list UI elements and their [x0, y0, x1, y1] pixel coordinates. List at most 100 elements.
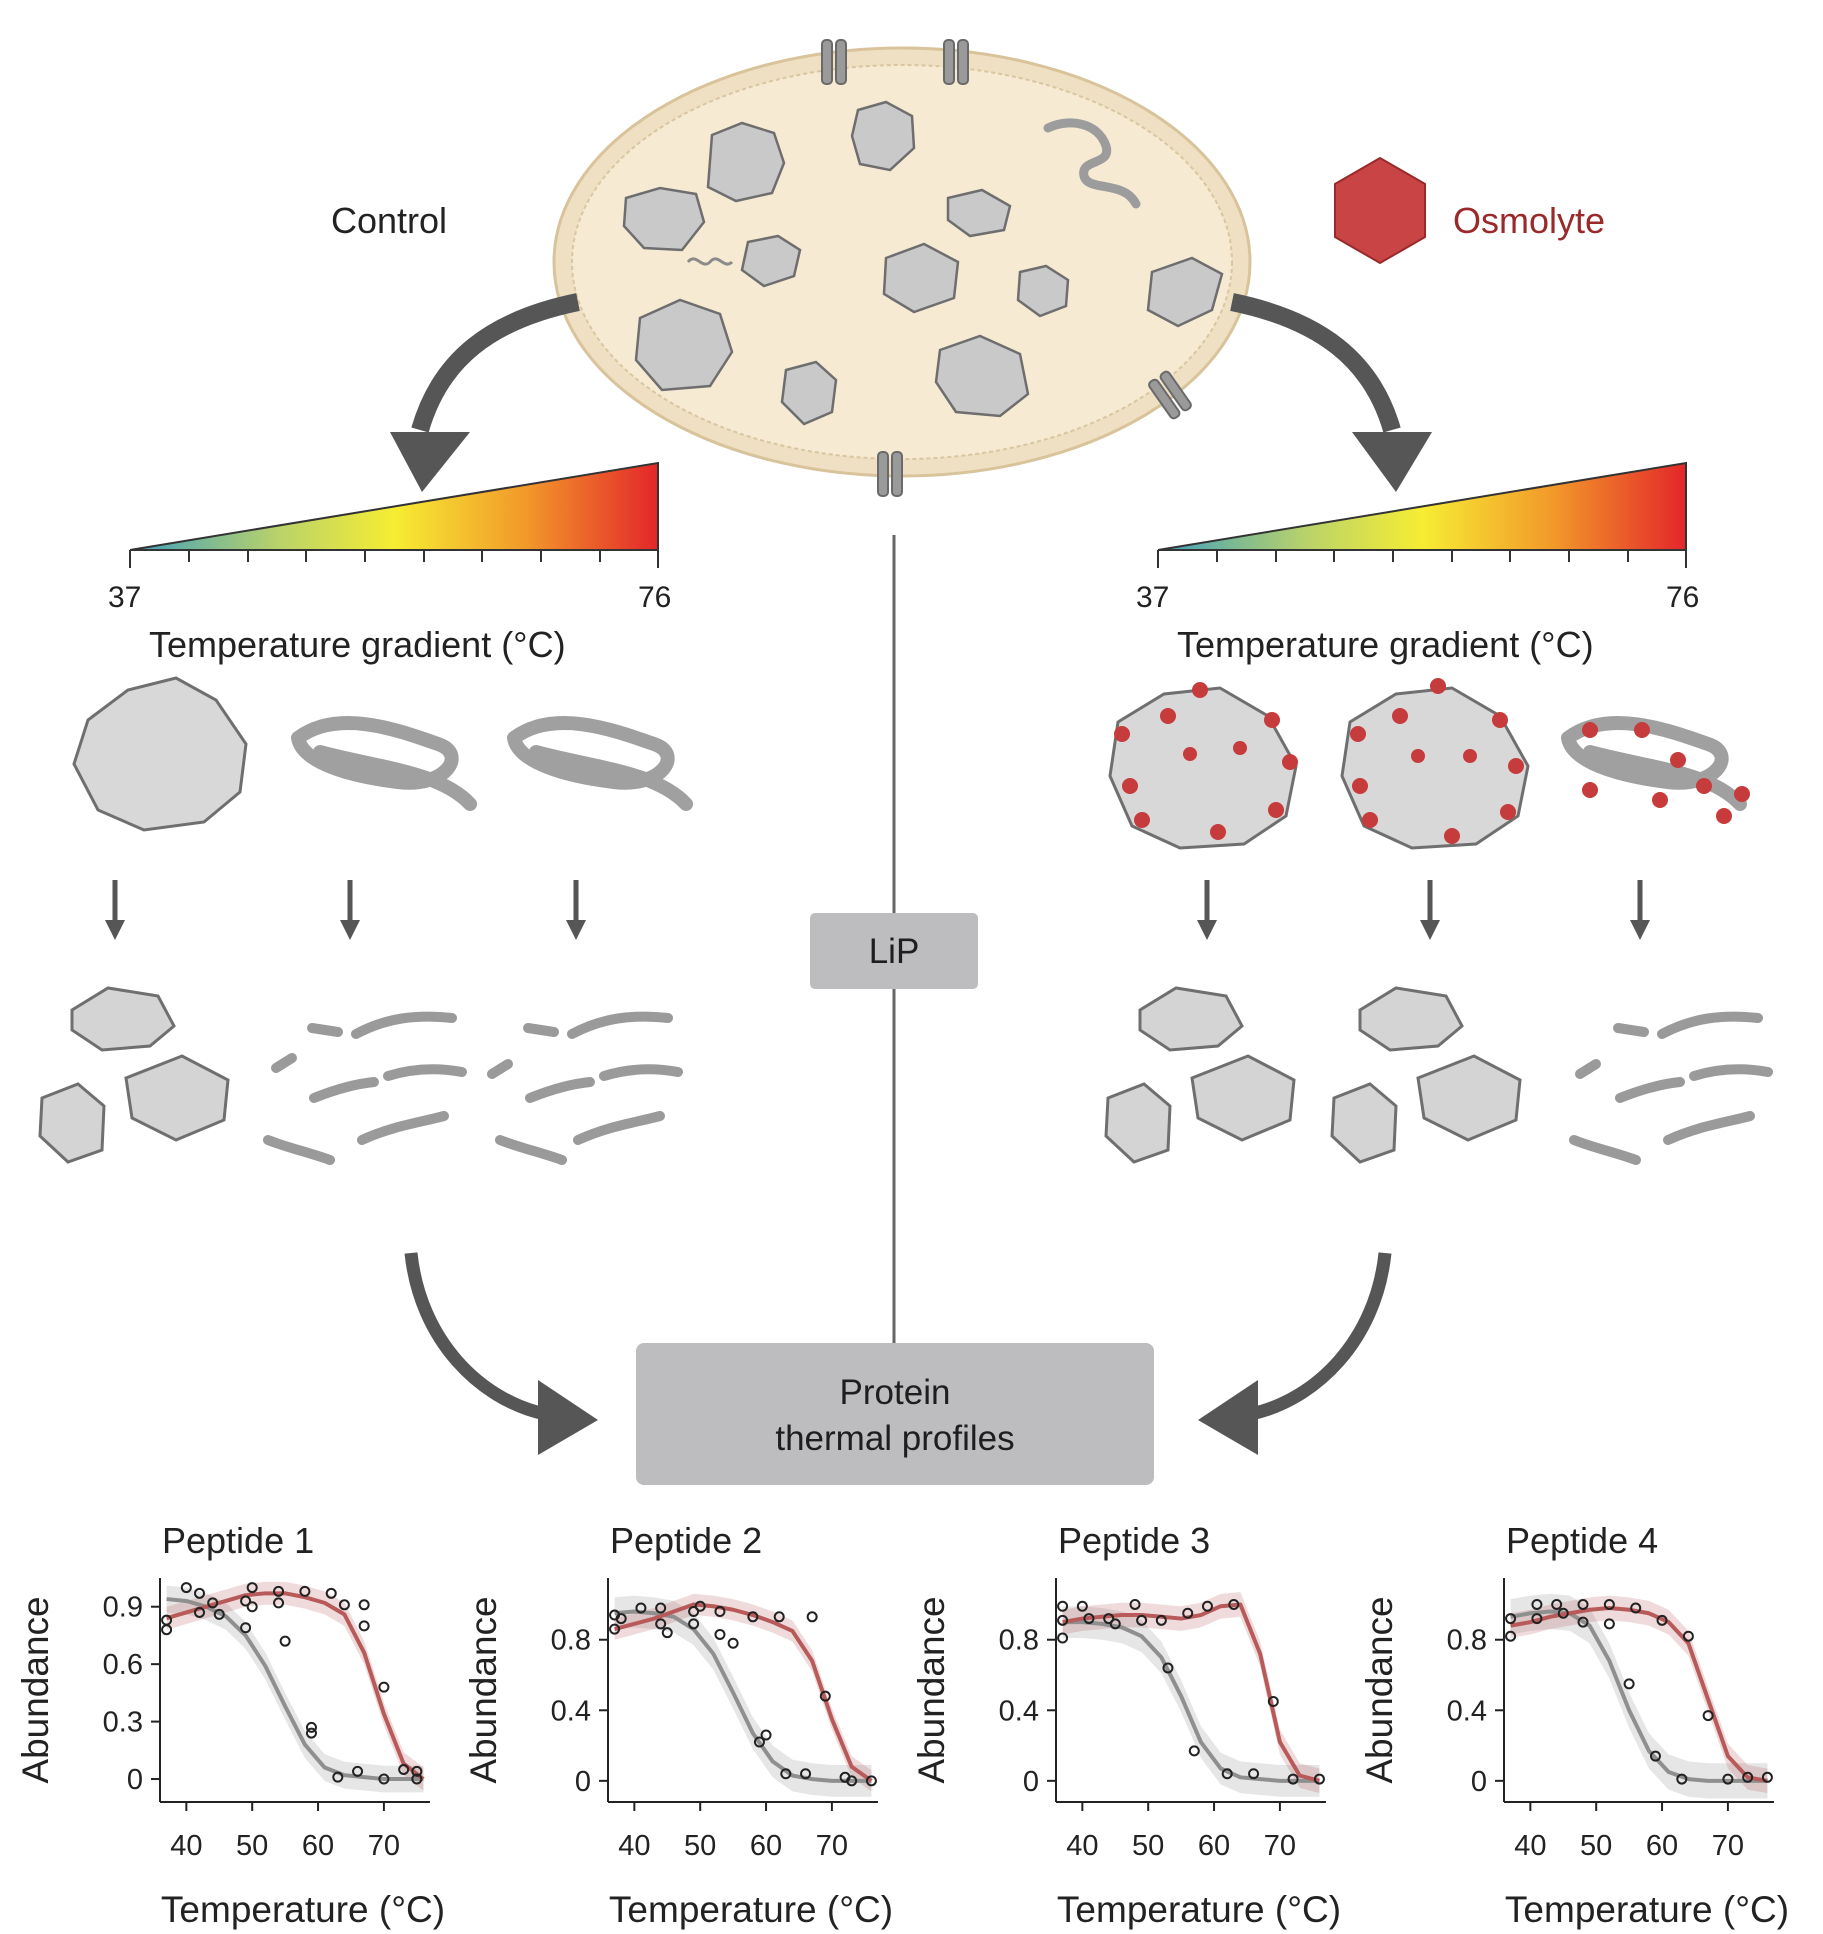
y-tick-label: 0.6 [103, 1649, 143, 1681]
data-point [747, 1611, 759, 1623]
confidence-band [614, 1593, 872, 1792]
chart-title: Peptide 4 [1506, 1520, 1658, 1561]
data-point [1083, 1613, 1095, 1625]
data-point [1103, 1613, 1115, 1625]
chart-title: Peptide 2 [610, 1520, 762, 1561]
x-tick-label: 50 [1580, 1830, 1612, 1862]
fit-curve [166, 1597, 424, 1782]
y-tick-label: 0.4 [551, 1695, 591, 1727]
protein-fragment [1330, 1082, 1398, 1164]
protein-fragment [1104, 1082, 1172, 1164]
data-point [655, 1618, 667, 1630]
protein-fragment [124, 1054, 230, 1142]
data-point [1057, 1614, 1069, 1626]
x-tick-label: 60 [1198, 1830, 1230, 1862]
y-axis-label: Abundance [1359, 1596, 1400, 1783]
x-axis-label: Temperature (°C) [1505, 1889, 1789, 1930]
data-point [773, 1611, 785, 1623]
y-tick-label: 0 [575, 1766, 591, 1798]
x-tick-label: 50 [236, 1830, 268, 1862]
data-point [1313, 1773, 1325, 1785]
protein-fragment [1416, 1054, 1522, 1142]
y-tick-label: 0.9 [103, 1592, 143, 1624]
confidence-band [166, 1585, 424, 1793]
gradient-min-label: 37 [108, 581, 141, 614]
data-point [1109, 1618, 1121, 1630]
data-point [1702, 1710, 1714, 1722]
gradient-max-label: 76 [1666, 581, 1699, 614]
data-point [246, 1582, 258, 1594]
data-point [1136, 1614, 1148, 1626]
thermal-profiles-line1: Protein [840, 1373, 951, 1412]
data-point [378, 1773, 390, 1785]
data-point [688, 1618, 700, 1630]
fit-curve [614, 1602, 873, 1783]
y-tick-label: 0.8 [551, 1625, 591, 1657]
x-axis-label: Temperature (°C) [609, 1889, 893, 1930]
data-point [246, 1601, 258, 1613]
data-point [358, 1599, 370, 1611]
protein-blob [634, 298, 734, 392]
protein-fragment [1190, 1054, 1296, 1142]
gradient-wedge [1157, 461, 1687, 551]
protein-strand [1043, 118, 1141, 209]
data-point [305, 1727, 317, 1739]
data-point [1287, 1773, 1299, 1785]
data-point [780, 1768, 792, 1780]
fit-curve [1510, 1605, 1768, 1783]
data-point [615, 1613, 627, 1625]
x-axis-label: Temperature (°C) [1057, 1889, 1341, 1930]
data-point [1577, 1616, 1589, 1628]
osmolyte-label: Osmolyte [1453, 200, 1605, 241]
data-point [1201, 1600, 1213, 1612]
x-tick-label: 70 [368, 1830, 400, 1862]
protein-blob [1016, 264, 1070, 318]
data-point [207, 1597, 219, 1609]
data-point [1761, 1771, 1773, 1783]
x-tick-label: 50 [684, 1830, 716, 1862]
data-point [1057, 1600, 1069, 1612]
osmolyte-hexagon-icon [1334, 156, 1426, 265]
data-point [661, 1627, 673, 1639]
data-point [714, 1606, 726, 1618]
data-point [1603, 1618, 1615, 1630]
data-point [1676, 1773, 1688, 1785]
data-point [727, 1637, 739, 1649]
data-point [688, 1606, 700, 1618]
down-arrows-osmolyte [1197, 880, 1650, 940]
data-point [240, 1595, 252, 1607]
protein-fragment [1138, 986, 1244, 1052]
membrane-channel [821, 39, 847, 85]
protein-fragment [70, 986, 176, 1052]
data-point [352, 1765, 364, 1777]
osmolyte-molecules [1114, 678, 1750, 844]
data-point [1557, 1607, 1569, 1619]
confidence-band [166, 1581, 424, 1791]
fit-curve [166, 1591, 425, 1781]
data-point [1577, 1598, 1589, 1610]
data-point [1076, 1600, 1088, 1612]
x-tick-label: 60 [750, 1830, 782, 1862]
unfolded-chain-protein [291, 716, 477, 811]
confidence-band [1062, 1606, 1320, 1797]
x-tick-label: 70 [816, 1830, 848, 1862]
y-tick-label: 0 [127, 1764, 143, 1796]
data-point [332, 1771, 344, 1783]
y-tick-label: 0.8 [1447, 1625, 1487, 1657]
temperature-gradient-osmolyte: 37 76 Temperature gradient (°C) [1136, 461, 1699, 665]
membrane-channel [943, 39, 969, 85]
control-folded-proteins [72, 676, 693, 832]
data-point [609, 1623, 621, 1635]
osmolyte-folded-proteins [1108, 678, 1750, 850]
x-tick-label: 40 [1066, 1830, 1098, 1862]
x-tick-label: 70 [1264, 1830, 1296, 1862]
data-point [1623, 1678, 1635, 1690]
data-point [273, 1585, 285, 1597]
gradient-min-label: 37 [1136, 581, 1169, 614]
protein-blob [1146, 256, 1224, 328]
protein-blob [882, 242, 960, 314]
chart-title: Peptide 1 [162, 1520, 314, 1561]
y-tick-label: 0.4 [1447, 1695, 1487, 1727]
control-label: Control [331, 200, 447, 241]
